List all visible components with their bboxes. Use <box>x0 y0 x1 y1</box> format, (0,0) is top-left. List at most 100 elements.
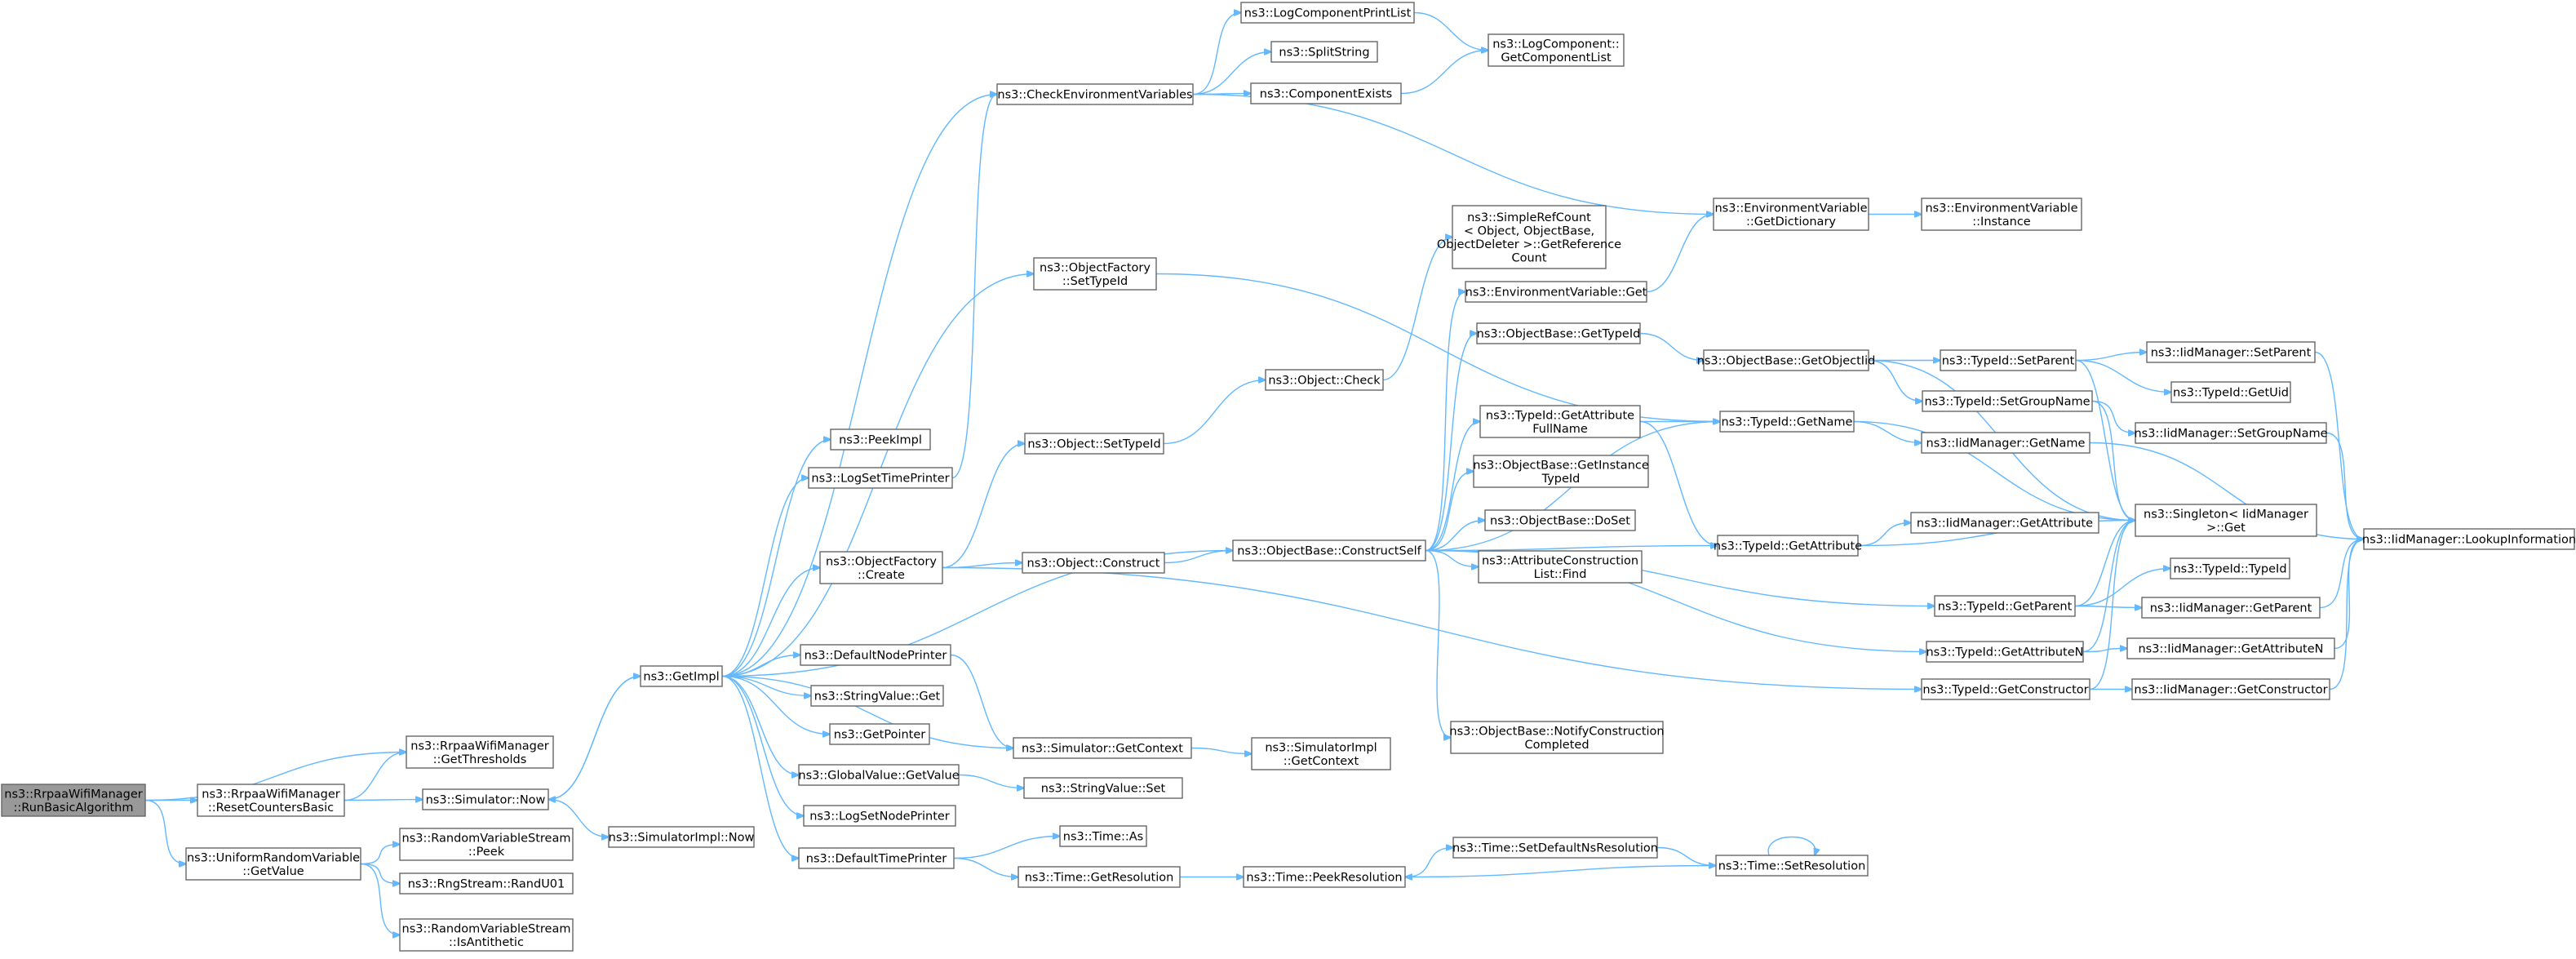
edge-obGetTypeId-to-obGetObjTid <box>1639 332 1704 361</box>
node-envInstance[interactable]: ns3::EnvironmentVariable::Instance <box>1921 198 2082 231</box>
node-objConstruct[interactable]: ns3::Object::Construct <box>1022 552 1165 574</box>
node-objCheck[interactable]: ns3::Object::Check <box>1265 369 1384 391</box>
node-splitString[interactable]: ns3::SplitString <box>1270 41 1378 63</box>
node-obDoSet[interactable]: ns3::ObjectBase::DoSet <box>1484 509 1636 531</box>
node-label: ns3::IidManager::GetAttribute <box>1917 517 2093 531</box>
edge-iidGetCtor-to-iidLookup <box>2329 539 2364 690</box>
node-box <box>1013 737 1192 759</box>
node-strValGet[interactable]: ns3::StringValue::Get <box>810 685 944 707</box>
node-obNotify[interactable]: ns3::ObjectBase::NotifyConstructionCompl… <box>1449 721 1665 754</box>
node-label: Count <box>1511 251 1546 264</box>
node-label: ns3::ObjectFactory <box>826 555 937 568</box>
node-box <box>1018 866 1181 888</box>
node-label: ns3::RandomVariableStream <box>402 832 571 845</box>
node-label: ::GetThresholds <box>433 753 527 766</box>
node-resetCounters[interactable]: ns3::RrpaaWifiManager::ResetCountersBasi… <box>197 784 345 817</box>
node-tidGetParent[interactable]: ns3::TypeId::GetParent <box>1934 595 2076 617</box>
node-defTimePrinter[interactable]: ns3::DefaultTimePrinter <box>798 847 955 869</box>
edge-objCheck-to-simpleRef <box>1382 238 1452 381</box>
node-tidSetParent[interactable]: ns3::TypeId::SetParent <box>1940 349 2077 371</box>
node-envGetDict[interactable]: ns3::EnvironmentVariable::GetDictionary <box>1713 198 1869 231</box>
node-simImplCtx[interactable]: ns3::SimulatorImpl::GetContext <box>1251 737 1391 770</box>
node-box <box>197 784 345 817</box>
node-label: ns3::StringValue::Set <box>1041 783 1166 796</box>
node-logSetNode[interactable]: ns3::LogSetNodePrinter <box>803 805 956 827</box>
node-label: ::GetDictionary <box>1746 215 1836 229</box>
node-iidGetAttr[interactable]: ns3::IidManager::GetAttribute <box>1910 512 2099 534</box>
node-obGetObjTid[interactable]: ns3::ObjectBase::GetObjectIid <box>1697 349 1876 371</box>
node-label: ObjectDeleter >::GetReference <box>1437 238 1621 251</box>
node-strValSet[interactable]: ns3::StringValue::Set <box>1023 777 1183 799</box>
node-box <box>1921 198 2082 231</box>
node-obGetTypeId[interactable]: ns3::ObjectBase::GetTypeId <box>1476 322 1641 344</box>
node-simNow[interactable]: ns3::Simulator::Now <box>422 788 549 810</box>
node-iidGetName[interactable]: ns3::IidManager::GetName <box>1921 432 2091 454</box>
edge-tidGetParent-to-tidTypeId <box>2074 569 2170 607</box>
edge-getImpl-to-ofCreate <box>721 568 820 677</box>
node-tidTypeId[interactable]: ns3::TypeId::TypeId <box>2170 557 2290 579</box>
edge-compExists-to-logCompGetList <box>1400 51 1488 95</box>
node-tidGetAttr[interactable]: ns3::TypeId::GetAttribute <box>1714 535 1862 557</box>
node-randU01[interactable]: ns3::RngStream::RandU01 <box>399 872 574 895</box>
node-box <box>422 788 549 810</box>
node-defNodePrinter[interactable]: ns3::DefaultNodePrinter <box>800 644 951 666</box>
node-label: ns3::ComponentExists <box>1260 88 1393 101</box>
node-label: ::ResetCountersBasic <box>208 801 334 815</box>
node-rvsPeek[interactable]: ns3::RandomVariableStream::Peek <box>399 828 574 861</box>
node-ofCreate[interactable]: ns3::ObjectFactory::Create <box>819 551 943 584</box>
node-ofSetTypeId[interactable]: ns3::ObjectFactory::SetTypeId <box>1033 257 1157 291</box>
node-tidGetUid[interactable]: ns3::TypeId::GetUid <box>2170 381 2291 403</box>
edge-getImpl-to-defTimePrinter <box>721 675 799 859</box>
node-singletonGet[interactable]: ns3::Singleton< IidManager>::Get <box>2135 504 2317 537</box>
node-iidSetParent[interactable]: ns3::IidManager::SetParent <box>2146 341 2316 363</box>
node-logCompPrint[interactable]: ns3::LogComponentPrintList <box>1240 2 1415 24</box>
node-box <box>608 826 755 848</box>
node-getPointer[interactable]: ns3::GetPointer <box>829 723 930 745</box>
edge-tidGetAttr-to-iidGetAttr <box>1857 523 1911 547</box>
node-getThresholds[interactable]: ns3::RrpaaWifiManager::GetThresholds <box>406 735 554 769</box>
node-iidLookup[interactable]: ns3::IidManager::LookupInformation <box>2362 528 2576 550</box>
node-iidSetGroup[interactable]: ns3::IidManager::SetGroupName <box>2134 422 2328 444</box>
node-timeGetRes[interactable]: ns3::Time::GetResolution <box>1018 866 1181 888</box>
node-tidGetName[interactable]: ns3::TypeId::GetName <box>1719 411 1855 433</box>
node-logCompGetList[interactable]: ns3::LogComponent::GetComponentList <box>1488 33 1625 67</box>
node-logSetTime[interactable]: ns3::LogSetTimePrinter <box>808 467 953 489</box>
node-objSetTypeId[interactable]: ns3::Object::SetTypeId <box>1024 433 1164 455</box>
edge-tidSetParent-to-tidGetUid <box>2075 359 2171 393</box>
node-iidGetParent[interactable]: ns3::IidManager::GetParent <box>2141 597 2321 619</box>
node-construct[interactable]: ns3::ObjectBase::ConstructSelf <box>1232 539 1426 562</box>
node-compExists[interactable]: ns3::ComponentExists <box>1250 82 1402 104</box>
node-simImplNow[interactable]: ns3::SimulatorImpl::Now <box>608 826 755 848</box>
node-timeSetDef[interactable]: ns3::Time::SetDefaultNsResolution <box>1452 837 1658 859</box>
node-iidGetAttrN[interactable]: ns3::IidManager::GetAttributeN <box>2126 637 2335 659</box>
node-timeAs[interactable]: ns3::Time::As <box>1059 825 1147 847</box>
node-isAnti[interactable]: ns3::RandomVariableStream::IsAntithetic <box>399 918 574 952</box>
node-gvGetValue[interactable]: ns3::GlobalValue::GetValue <box>798 764 960 786</box>
node-checkEnv[interactable]: ns3::CheckEnvironmentVariables <box>996 83 1194 105</box>
node-peekImpl[interactable]: ns3::PeekImpl <box>830 428 931 451</box>
node-simpleRef[interactable]: ns3::SimpleRefCount< Object, ObjectBase,… <box>1437 205 1621 269</box>
node-tidGetAttrN[interactable]: ns3::TypeId::GetAttributeN <box>1926 641 2084 663</box>
node-label: ::IsAntithetic <box>449 936 524 949</box>
node-timeSetRes[interactable]: ns3::Time::SetResolution <box>1715 855 1869 877</box>
node-root[interactable]: ns3::RrpaaWifiManager::RunBasicAlgorithm <box>1 784 146 817</box>
node-tidGetCtor[interactable]: ns3::TypeId::GetConstructor <box>1921 678 2091 700</box>
node-label: ns3::Time::SetDefaultNsResolution <box>1452 842 1658 855</box>
node-label: ns3::StringValue::Get <box>814 690 941 704</box>
node-uniformGet[interactable]: ns3::UniformRandomVariable::GetValue <box>185 847 361 881</box>
node-iidGetCtor[interactable]: ns3::IidManager::GetConstructor <box>2131 678 2330 700</box>
node-simGetCtx[interactable]: ns3::Simulator::GetContext <box>1013 737 1192 759</box>
node-label: ns3::RngStream::RandU01 <box>408 878 565 891</box>
edge-construct-to-attrFind <box>1425 549 1479 567</box>
node-tidSetGroup[interactable]: ns3::TypeId::SetGroupName <box>1922 390 2093 412</box>
node-box <box>1022 552 1165 574</box>
node-timePeekRes[interactable]: ns3::Time::PeekResolution <box>1243 866 1406 888</box>
edge-obGetObjTid-to-tidSetGroup <box>1868 359 1922 402</box>
node-envGet[interactable]: ns3::EnvironmentVariable::Get <box>1465 281 1647 303</box>
node-getImpl[interactable]: ns3::GetImpl <box>640 665 723 687</box>
node-label: ns3::DefaultTimePrinter <box>806 853 947 866</box>
